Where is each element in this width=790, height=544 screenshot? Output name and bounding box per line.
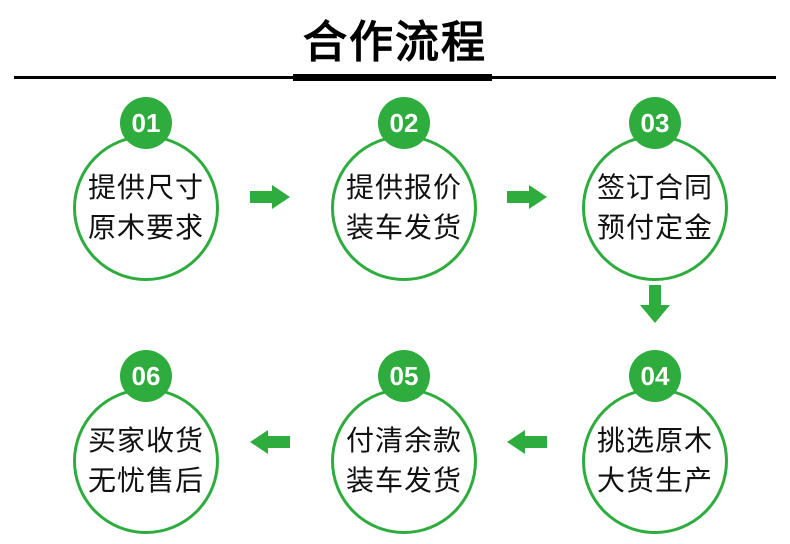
step-circle: 挑选原木 大货生产 xyxy=(582,388,728,534)
step-number: 05 xyxy=(389,360,419,391)
step-text-line1: 买家收货 xyxy=(87,425,204,456)
step-number: 04 xyxy=(640,360,670,391)
step-text-line2: 原木要求 xyxy=(87,212,204,243)
step-text-line1: 挑选原木 xyxy=(596,425,713,456)
step-number-badge: 04 xyxy=(629,350,681,402)
step-text-line1: 付清余款 xyxy=(345,425,462,456)
step-number-badge: 01 xyxy=(120,97,172,149)
step-03: 03 签订合同 预付定金 xyxy=(580,97,730,287)
title-divider-accent xyxy=(293,74,492,81)
step-circle: 提供尺寸 原木要求 xyxy=(73,135,219,281)
step-06: 06 买家收货 无忧售后 xyxy=(71,350,221,540)
step-text-line1: 签订合同 xyxy=(596,172,713,203)
step-text-line2: 无忧售后 xyxy=(87,465,204,496)
step-text-line1: 提供尺寸 xyxy=(87,172,204,203)
step-04: 04 挑选原木 大货生产 xyxy=(580,350,730,540)
step-02: 02 提供报价 装车发货 xyxy=(329,97,479,287)
arrow-left-icon xyxy=(250,430,290,454)
step-05: 05 付清余款 装车发货 xyxy=(329,350,479,540)
step-01: 01 提供尺寸 原木要求 xyxy=(71,97,221,287)
page-title: 合作流程 xyxy=(303,18,487,67)
arrow-right-icon xyxy=(507,185,547,209)
step-number: 03 xyxy=(640,107,670,138)
step-number-badge: 02 xyxy=(378,97,430,149)
step-text-line1: 提供报价 xyxy=(345,172,462,203)
step-circle: 签订合同 预付定金 xyxy=(582,135,728,281)
step-number-badge: 06 xyxy=(120,350,172,402)
step-text-line2: 装车发货 xyxy=(345,465,462,496)
step-number-badge: 03 xyxy=(629,97,681,149)
step-circle: 提供报价 装车发货 xyxy=(331,135,477,281)
arrow-right-icon xyxy=(250,185,290,209)
step-circle: 买家收货 无忧售后 xyxy=(73,388,219,534)
step-number: 06 xyxy=(131,360,161,391)
step-number: 02 xyxy=(389,107,419,138)
step-number-badge: 05 xyxy=(378,350,430,402)
arrow-down-icon xyxy=(640,285,670,323)
step-text-line2: 大货生产 xyxy=(596,465,713,496)
step-text-line2: 预付定金 xyxy=(596,212,713,243)
step-circle: 付清余款 装车发货 xyxy=(331,388,477,534)
step-number: 01 xyxy=(131,107,161,138)
arrow-left-icon xyxy=(507,430,547,454)
step-text-line2: 装车发货 xyxy=(345,212,462,243)
